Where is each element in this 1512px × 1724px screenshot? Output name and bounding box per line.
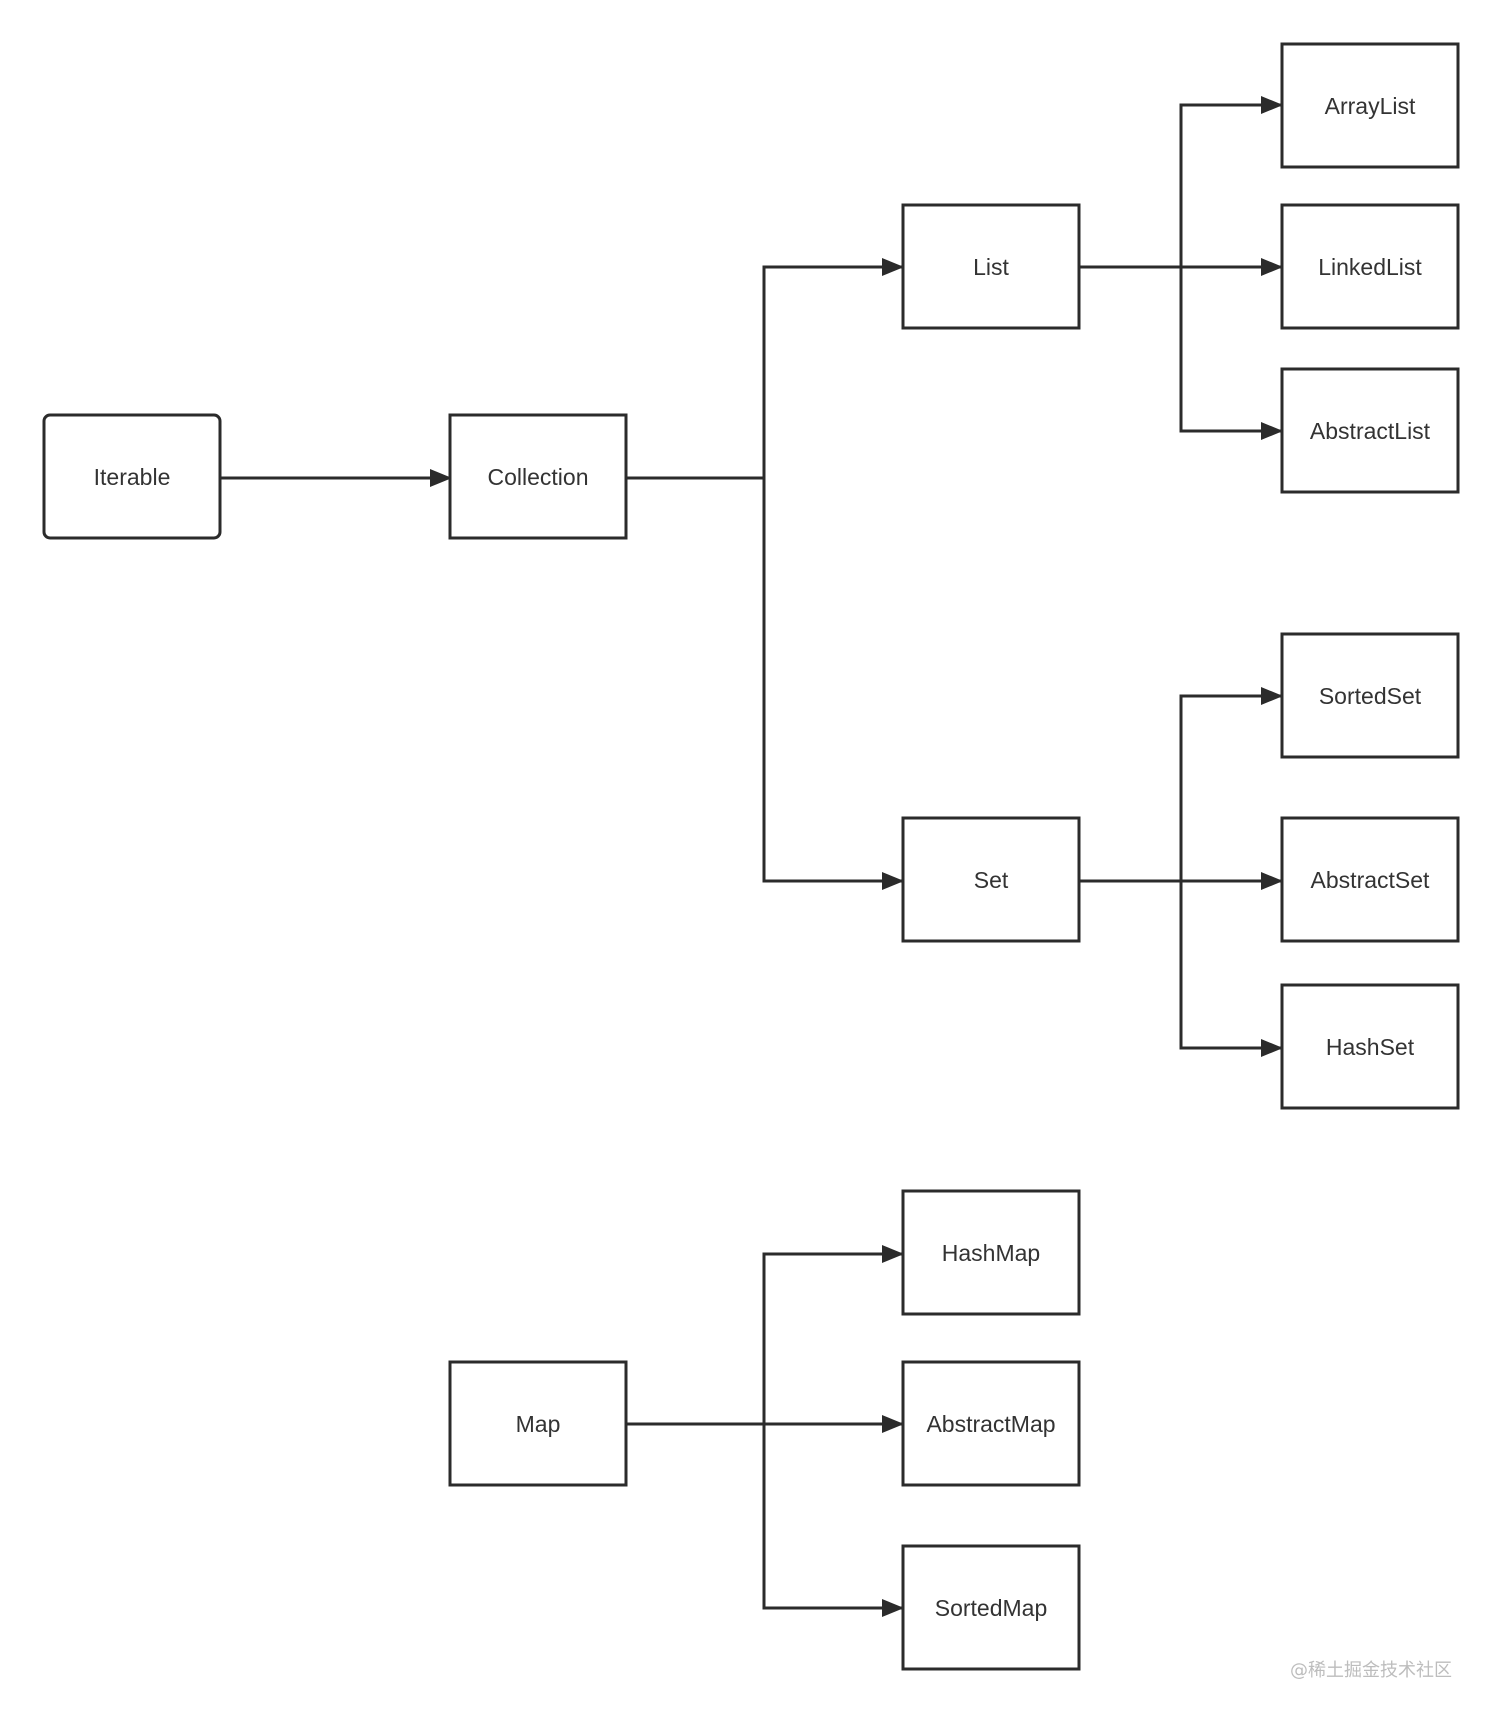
edge-list-abstractlist (1179, 267, 1283, 440)
edge-set-hashset (1179, 881, 1283, 1057)
node-label-abstractlist: AbstractList (1310, 418, 1431, 444)
node-label-iterable: Iterable (94, 464, 171, 490)
node-list: List (901, 203, 1081, 330)
node-label-collection: Collection (488, 464, 589, 490)
node-label-sortedset: SortedSet (1319, 683, 1422, 709)
edge-collection-list (625, 258, 904, 480)
edges-group (220, 96, 1283, 1617)
edge-map-sortedmap (762, 1424, 904, 1617)
node-hashmap: HashMap (901, 1189, 1081, 1316)
node-abstractlist: AbstractList (1280, 367, 1460, 494)
node-label-abstractset: AbstractSet (1311, 867, 1430, 893)
edge-map-hashmap (625, 1245, 904, 1426)
node-set: Set (901, 816, 1081, 943)
node-abstractmap: AbstractMap (901, 1360, 1081, 1487)
node-label-list: List (973, 254, 1009, 280)
watermark-text: @稀土掘金技术社区 (1290, 1660, 1452, 1681)
node-label-linkedlist: LinkedList (1318, 254, 1422, 280)
edge-collection-set (762, 478, 904, 890)
edge-set-sortedset (1080, 687, 1283, 883)
node-collection: Collection (448, 413, 628, 540)
node-iterable: Iterable (42, 413, 222, 540)
node-linkedlist: LinkedList (1280, 203, 1460, 330)
node-label-hashset: HashSet (1326, 1034, 1415, 1060)
node-sortedmap: SortedMap (901, 1544, 1081, 1671)
node-label-hashmap: HashMap (942, 1240, 1040, 1266)
node-label-sortedmap: SortedMap (935, 1595, 1048, 1621)
node-label-abstractmap: AbstractMap (926, 1411, 1055, 1437)
node-label-map: Map (516, 1411, 561, 1437)
node-hashset: HashSet (1280, 983, 1460, 1110)
node-sortedset: SortedSet (1280, 632, 1460, 759)
node-label-arraylist: ArrayList (1325, 93, 1416, 119)
node-arraylist: ArrayList (1280, 42, 1460, 169)
node-map: Map (448, 1360, 628, 1487)
edge-list-arraylist (1080, 96, 1283, 269)
node-abstractset: AbstractSet (1280, 816, 1460, 943)
node-label-set: Set (974, 867, 1009, 893)
